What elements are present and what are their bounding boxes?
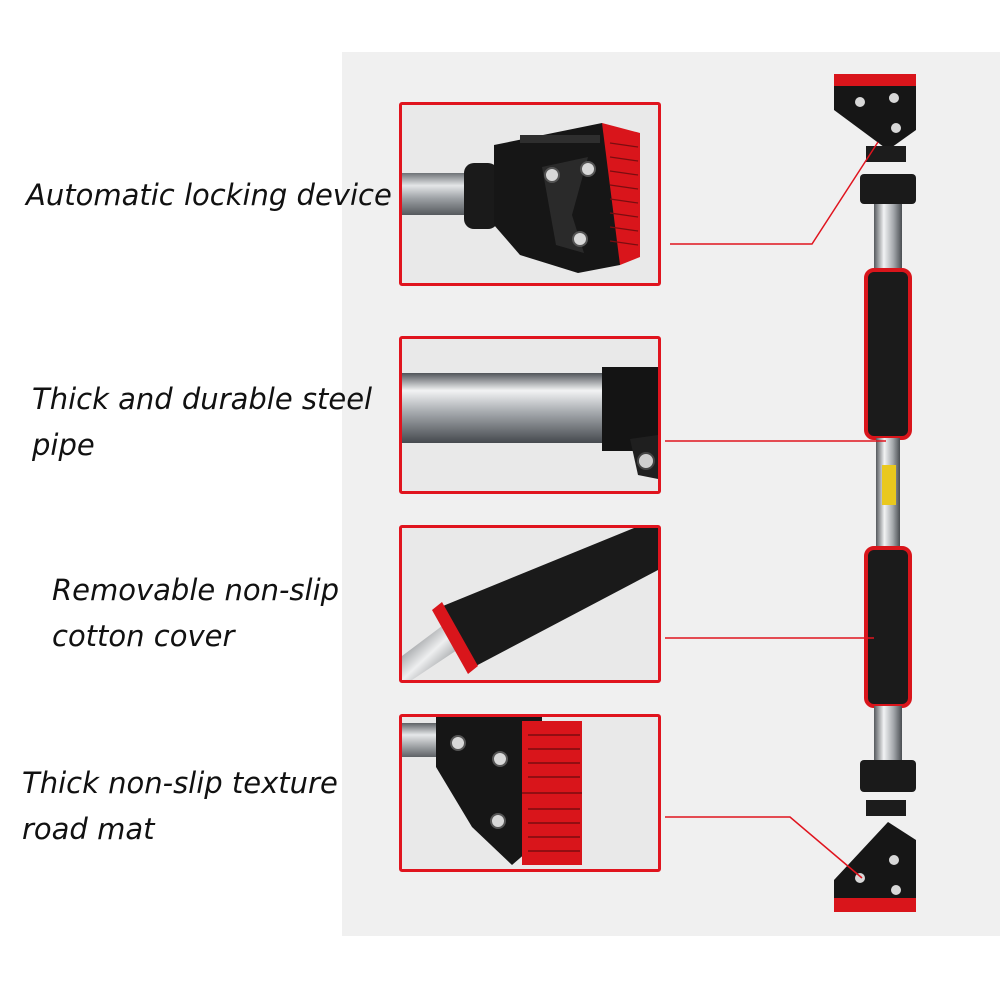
label-road-mat: Thick non-slip texture road mat (22, 760, 338, 852)
label-mat-line1: Thick non-slip texture (22, 766, 338, 800)
label-pipe-line2: pipe (32, 428, 95, 462)
foam-grip-icon (402, 528, 658, 680)
pull-up-bar (834, 74, 916, 912)
callout-steel-pipe (399, 336, 661, 494)
label-cover-line2: cotton cover (52, 619, 235, 653)
lock-bracket-icon (402, 105, 658, 283)
label-cover-line1: Removable non-slip (52, 573, 340, 607)
callout-road-mat (399, 714, 661, 872)
label-automatic-locking: Automatic locking device (26, 172, 392, 218)
label-cotton-cover: Removable non-slip cotton cover (52, 567, 339, 659)
label-mat-line2: road mat (22, 812, 155, 846)
label-locking-text: Automatic locking device (26, 178, 392, 212)
label-steel-pipe: Thick and durable steel pipe (32, 376, 372, 468)
callout-cotton-cover (399, 525, 661, 683)
steel-pipe-icon (402, 339, 658, 491)
rubber-pad-icon (402, 717, 658, 869)
label-pipe-line1: Thick and durable steel (32, 382, 373, 416)
callout-locking-device (399, 102, 661, 286)
